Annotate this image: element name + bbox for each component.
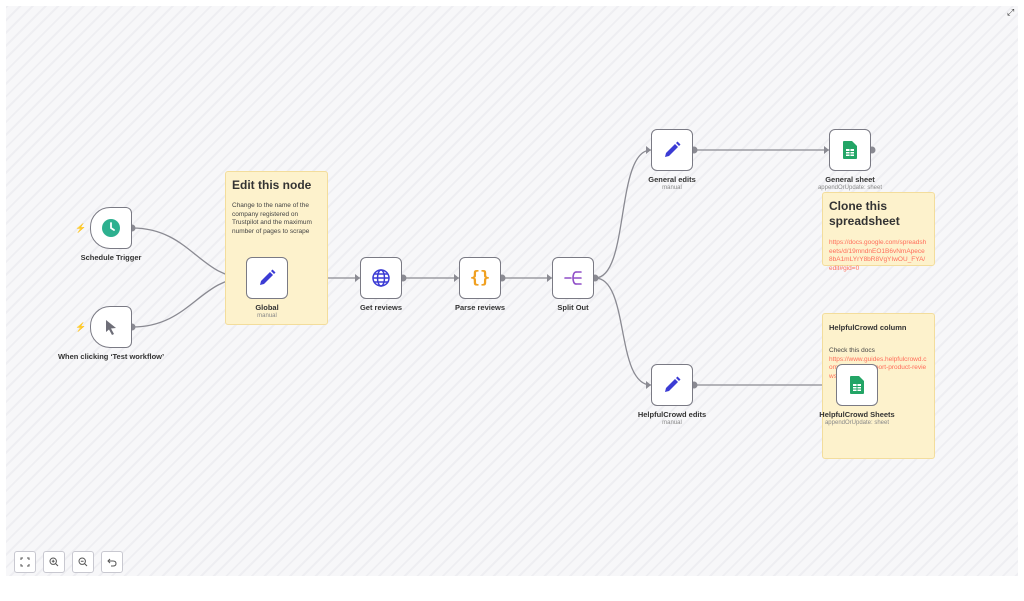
node-label: Get reviews	[359, 303, 403, 312]
cursor-icon	[106, 320, 116, 335]
pencil-icon	[260, 269, 276, 285]
undo-icon	[107, 558, 117, 567]
node-parse-reviews[interactable]: {}	[459, 257, 501, 299]
braces-icon: {}	[469, 268, 491, 288]
fit-view-button[interactable]	[14, 551, 36, 573]
zoom-out-button[interactable]	[72, 551, 94, 573]
spreadsheet-link[interactable]: https://docs.google.com/spreadsheets/d/1…	[829, 239, 927, 272]
google-sheets-icon	[843, 141, 857, 159]
node-subtitle: appendOrUpdate: sheet	[824, 420, 890, 426]
node-helpfulcrowd-edits[interactable]	[651, 364, 693, 406]
node-general-edits[interactable]	[651, 129, 693, 171]
node-label: HelpfulCrowd Sheets	[819, 410, 895, 419]
pencil-icon	[665, 141, 681, 157]
node-subtitle: appendOrUpdate: sheet	[817, 185, 883, 191]
node-global[interactable]	[246, 257, 288, 299]
node-label: Global	[255, 303, 279, 312]
node-helpfulcrowd-sheets[interactable]	[836, 364, 878, 406]
node-label: General sheet	[825, 175, 875, 184]
zoom-in-button[interactable]	[43, 551, 65, 573]
fit-view-icon	[20, 557, 30, 567]
node-label: Split Out	[557, 303, 589, 312]
node-label: When clicking ‘Test workflow’	[57, 352, 165, 361]
node-general-sheet[interactable]	[829, 129, 871, 171]
zoom-out-icon	[78, 557, 88, 567]
sticky-clone-spreadsheet[interactable]: Clone this spreadsheet https://docs.goog…	[822, 192, 935, 272]
node-subtitle: manual	[257, 313, 277, 319]
clock-icon	[102, 219, 120, 237]
sticky-body: Change to the name of the company regist…	[232, 202, 312, 235]
sticky-title: HelpfulCrowd column	[829, 323, 907, 332]
sticky-title: Clone this spreadsheet	[829, 199, 900, 228]
node-schedule-trigger[interactable]	[90, 207, 132, 249]
node-label: Schedule Trigger	[80, 253, 142, 262]
node-label: Parse reviews	[454, 303, 506, 312]
sticky-title: Edit this node	[232, 178, 312, 192]
pencil-icon	[665, 376, 681, 392]
split-icon	[564, 271, 582, 285]
node-get-reviews[interactable]	[360, 257, 402, 299]
node-subtitle: manual	[662, 185, 682, 191]
node-subtitle: manual	[662, 420, 682, 426]
node-label: HelpfulCrowd edits	[637, 410, 707, 419]
google-sheets-icon	[850, 376, 864, 394]
zoom-in-icon	[49, 557, 59, 567]
trigger-bolt-icon: ⚡	[75, 322, 87, 332]
workflow-canvas[interactable]	[6, 6, 1018, 576]
reset-zoom-button[interactable]	[101, 551, 123, 573]
sticky-edit-node[interactable]: Edit this node Change to the name of the…	[225, 171, 328, 325]
expand-icon[interactable]: ⤢	[1007, 7, 1015, 17]
globe-icon	[372, 269, 390, 287]
node-manual-trigger[interactable]	[90, 306, 132, 348]
node-split-out[interactable]	[552, 257, 594, 299]
sticky-body: Check this docs	[829, 347, 875, 354]
node-label: General edits	[648, 175, 696, 184]
trigger-bolt-icon: ⚡	[75, 223, 87, 233]
